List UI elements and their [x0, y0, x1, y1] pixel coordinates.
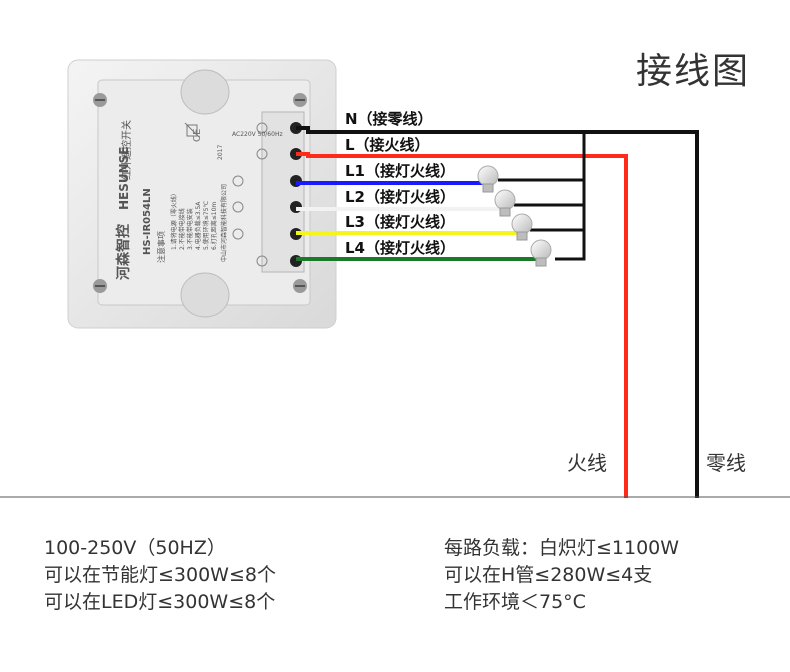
- bulb-icon: [511, 213, 533, 241]
- device-manufacturer: 中山市河森智能科技有限公司: [220, 184, 228, 262]
- bulb-icon: [477, 165, 499, 193]
- specs-right: 每路负载：白炽灯≤1100W 可以在H管≤280W≤4支 工作环境＜75°C: [444, 535, 679, 616]
- device-notes: 1.请将电源（零火线） 2.不能带电接线 3.不能带电安装 4.电器负载≤3.5…: [170, 190, 218, 250]
- screw-icon: [293, 93, 307, 107]
- device-note: 6.打孔距离≤10m: [210, 202, 218, 250]
- device-model: HS-IR054LN: [142, 188, 153, 255]
- wire-label-l2: L2（接灯火线）: [345, 188, 455, 206]
- device-notes-title: 注意事项: [156, 231, 166, 263]
- device-rating: AC220V 50/60Hz: [232, 131, 283, 138]
- bulb-icon: [530, 239, 552, 267]
- spec-line: 每路负载：白炽灯≤1100W: [444, 537, 680, 559]
- spec-line: 可以在节能灯≤300W≤8个: [44, 564, 276, 586]
- device-product-name: 红外遥控开关: [120, 120, 133, 180]
- wire-label-l4: L4（接灯火线）: [345, 239, 455, 257]
- page-title: 接线图: [636, 51, 751, 92]
- device-brand-cn: 河森智控: [115, 224, 132, 280]
- top-ear: [180, 69, 230, 115]
- spec-line: 工作环境＜75°C: [444, 591, 586, 613]
- screw-icon: [93, 279, 107, 293]
- device-note: 2.不能带电接线: [178, 208, 186, 250]
- spec-line: 100-250V（50HZ）: [44, 537, 226, 559]
- spec-line: 可以在H管≤280W≤4支: [444, 564, 653, 586]
- screw-icon: [293, 279, 307, 293]
- live-label: 火线: [567, 451, 607, 475]
- terminal-block: [261, 111, 305, 273]
- wire-label-n: N（接零线）: [345, 110, 433, 128]
- device-note: 4.电器负载≤3.5A: [194, 201, 202, 250]
- bulbs: [477, 165, 552, 267]
- switch-device: 河森智控 HESUNSE 红外遥控开关 HS-IR054LN 注意事项 1.请将…: [67, 59, 337, 329]
- bulb-icon: [494, 189, 516, 217]
- wire-n: [296, 126, 699, 498]
- screw-icon: [93, 93, 107, 107]
- device-note: 3.不能带电安装: [186, 208, 194, 250]
- wires: [296, 126, 699, 498]
- specs-left: 100-250V（50HZ） 可以在节能灯≤300W≤8个 可以在LED灯≤30…: [44, 535, 276, 616]
- spec-line: 可以在LED灯≤300W≤8个: [44, 591, 276, 613]
- wire-label-l1: L1（接灯火线）: [345, 162, 455, 180]
- bottom-ear: [180, 272, 230, 318]
- device-year: 2017: [217, 145, 224, 160]
- bulb-neutral-bus: [498, 178, 586, 261]
- device-brand: HESUNSE: [117, 146, 131, 210]
- device-note: 5.使用环境≤75℃: [202, 201, 210, 250]
- wire-label-l3: L3（接灯火线）: [345, 213, 455, 231]
- neutral-label: 零线: [706, 451, 746, 475]
- wire-label-l: L（接火线）: [345, 136, 430, 154]
- wire-l: [296, 152, 628, 498]
- device-note: 1.请将电源（零火线）: [170, 190, 178, 250]
- recycle-bin-icon: [184, 122, 200, 138]
